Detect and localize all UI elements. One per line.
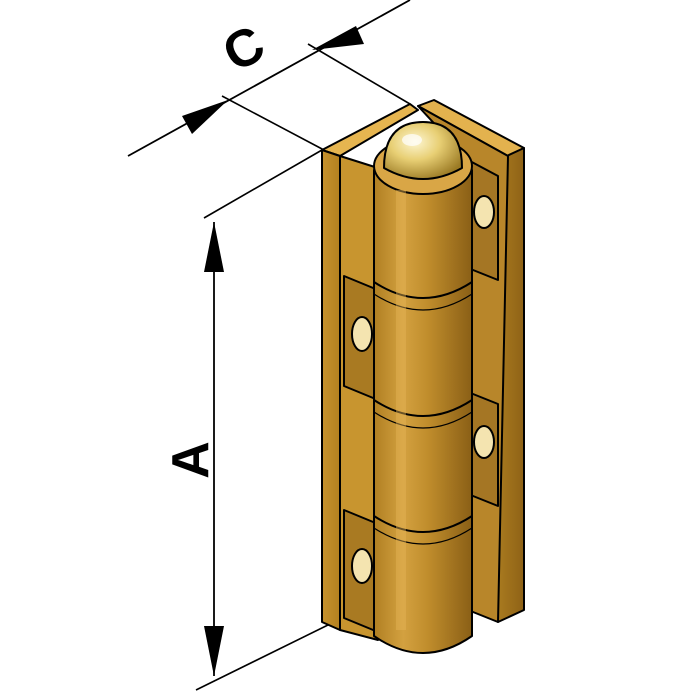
dimension-a-extension-top <box>203 149 323 219</box>
knuckle-joint-4 <box>373 411 473 429</box>
dimension-c-extension-left <box>221 95 325 151</box>
dimension-c-line <box>127 0 411 157</box>
dimension-a-arrow-bottom <box>204 626 224 676</box>
dimension-a-arrow-top <box>204 222 224 272</box>
knuckle-joint-1 <box>373 281 473 299</box>
left-leaf-screw-hole-1 <box>351 316 373 352</box>
ball-cap-dome <box>383 121 463 180</box>
hinge <box>321 99 525 654</box>
dimension-c-label: C <box>214 15 274 84</box>
barrel <box>373 137 473 654</box>
left-leaf-screw-hole-2 <box>351 548 373 584</box>
dimension-c-extension-right <box>307 43 411 105</box>
right-leaf-screw-hole-1 <box>473 195 495 229</box>
dimension-a-extension-bottom <box>195 623 331 691</box>
knuckle-joint-3 <box>373 399 473 417</box>
left-leaf <box>321 103 419 641</box>
dimension-a: A <box>162 149 331 691</box>
dimension-c-arrow-left <box>182 100 228 134</box>
ball-cap <box>383 121 463 180</box>
barrel-highlight <box>396 190 406 630</box>
dimension-c-arrow-right <box>312 26 364 50</box>
dimension-a-label: A <box>162 441 220 479</box>
knuckle-joint-6 <box>373 527 473 545</box>
ball-cap-shine <box>402 134 422 146</box>
right-leaf <box>417 99 525 623</box>
right-leaf-screw-hole-2 <box>473 425 495 459</box>
left-leaf-face <box>321 149 341 631</box>
knuckle-joint-2 <box>373 293 473 311</box>
barrel-body <box>373 169 473 654</box>
knuckle-joint-5 <box>373 515 473 533</box>
